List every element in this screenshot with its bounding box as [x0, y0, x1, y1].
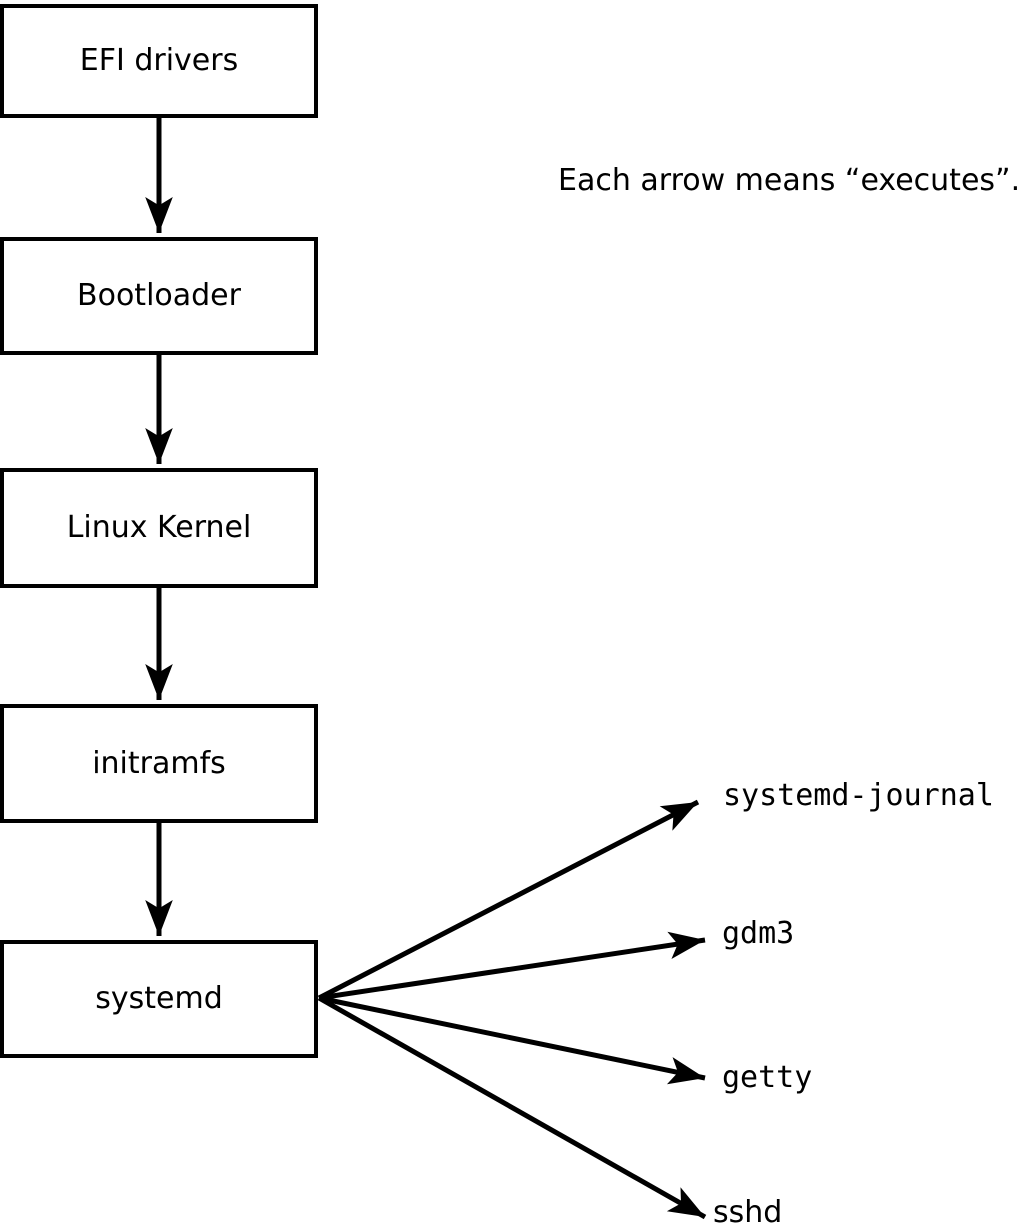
- box-systemd: systemd: [0, 940, 318, 1058]
- box-systemd-label: systemd: [95, 981, 223, 1016]
- box-linux-kernel: Linux Kernel: [0, 468, 318, 588]
- box-initramfs: initramfs: [0, 704, 318, 823]
- arrow-systemd-to-journal: [317, 799, 700, 1001]
- arrow-systemd-to-sshd: [317, 995, 707, 1220]
- label-sshd: sshd: [713, 1195, 783, 1230]
- arrow-meaning-note: Each arrow means “executes”.: [558, 163, 1021, 198]
- label-systemd-journal: systemd-journal: [723, 778, 994, 813]
- box-linux-kernel-label: Linux Kernel: [66, 510, 252, 545]
- arrow-systemd-to-getty: [318, 995, 706, 1085]
- box-bootloader: Bootloader: [0, 237, 318, 355]
- label-getty: getty: [722, 1060, 813, 1095]
- box-efi-drivers: EFI drivers: [0, 4, 318, 118]
- box-bootloader-label: Bootloader: [77, 278, 241, 313]
- box-efi-drivers-label: EFI drivers: [79, 43, 239, 78]
- label-gdm3: gdm3: [722, 916, 795, 951]
- arrow-systemd-to-gdm3: [318, 931, 706, 1001]
- box-initramfs-label: initramfs: [92, 745, 226, 781]
